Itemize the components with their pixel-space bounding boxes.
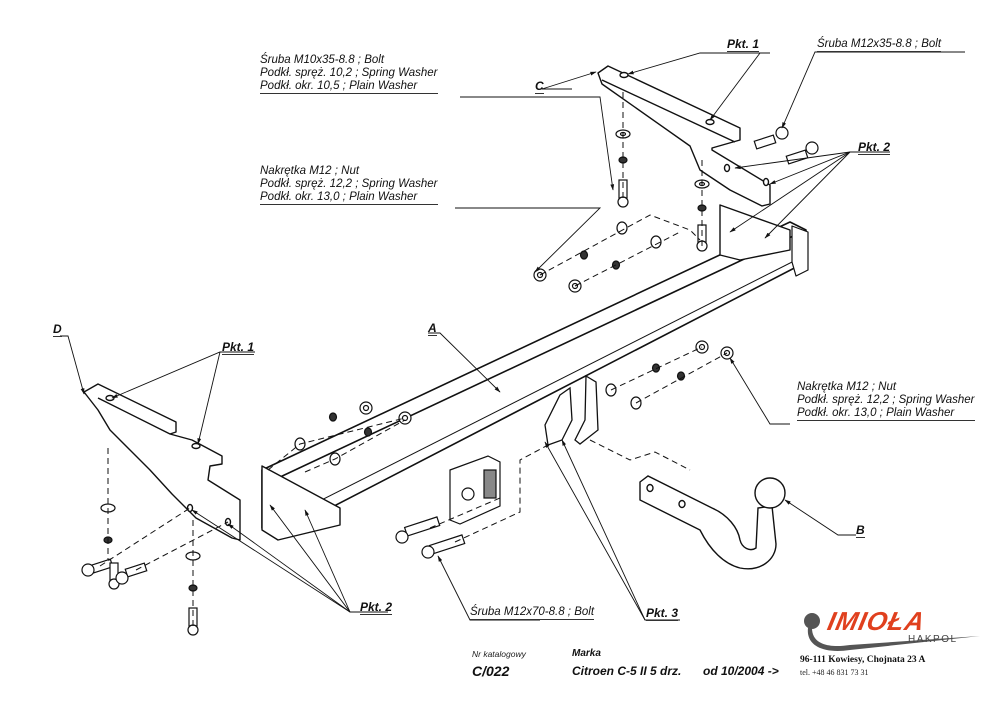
leader-lines	[60, 51, 965, 621]
part-label-a: A	[428, 321, 437, 336]
brand-label: Marka	[572, 648, 601, 659]
ball-neck-b	[639, 475, 786, 570]
model-year-value: od 10/2004 ->	[703, 664, 779, 678]
company-logo-text: IMIOŁA	[824, 606, 929, 636]
label-line: Podkł. spręż. 10,2 ; Spring Washer	[260, 67, 438, 79]
label-bolt-m10: Śruba M10x35-8.8 ; Bolt Podkł. spręż. 10…	[260, 54, 438, 94]
catalog-number-label: Nr katalogowy	[472, 649, 526, 659]
label-line: Nakrętka M12 ; Nut	[260, 165, 360, 177]
label-line: Podkł. okr. 13,0 ; Plain Washer	[797, 407, 975, 421]
assembly-lines	[99, 92, 728, 628]
company-logo-subtext: HAKPOL	[908, 634, 958, 645]
label-nut-m12-right: Nakrętka M12 ; Nut Podkł. spręż. 12,2 ; …	[797, 381, 975, 421]
point-label-pkt2-bottom: Pkt. 2	[360, 600, 393, 615]
socket-plate	[449, 455, 501, 525]
label-bolt-m12x35: Śruba M12x35-8.8 ; Bolt	[817, 38, 942, 52]
point-label-pkt1-top: Pkt. 1	[727, 37, 760, 52]
catalog-number-value: C/022	[472, 663, 510, 679]
company-address: 96-111 Kowiesy, Chojnata 23 A	[800, 655, 926, 665]
crossbar-a	[261, 221, 809, 541]
bracket-c	[597, 65, 791, 261]
brand-value: Citroen C-5 II 5 drz.	[572, 664, 682, 678]
bracket-d	[83, 383, 241, 541]
point-label-pkt1-left: Pkt. 1	[222, 340, 255, 355]
part-label-b: B	[856, 523, 865, 538]
fasteners	[81, 126, 819, 636]
point-label-pkt3: Pkt. 3	[646, 606, 679, 621]
part-label-d: D	[53, 322, 62, 337]
company-logo-mark	[804, 613, 980, 651]
label-line: Podkł. spręż. 12,2 ; Spring Washer	[797, 394, 975, 406]
label-line: Podkł. okr. 10,5 ; Plain Washer	[260, 80, 438, 94]
part-label-c: C	[535, 79, 544, 94]
company-phone: tel. +48 46 831 73 31	[800, 668, 869, 677]
label-nut-m12-left: Nakrętka M12 ; Nut Podkł. spręż. 12,2 ; …	[260, 165, 438, 205]
label-line: Podkł. okr. 13,0 ; Plain Washer	[260, 191, 438, 205]
point-label-pkt2-top: Pkt. 2	[858, 140, 891, 155]
label-line: Śruba M10x35-8.8 ; Bolt	[260, 54, 385, 66]
label-bolt-m12x70: Śruba M12x70-8.8 ; Bolt	[470, 606, 595, 620]
label-line: Podkł. spręż. 12,2 ; Spring Washer	[260, 178, 438, 190]
label-line: Nakrętka M12 ; Nut	[797, 381, 897, 393]
